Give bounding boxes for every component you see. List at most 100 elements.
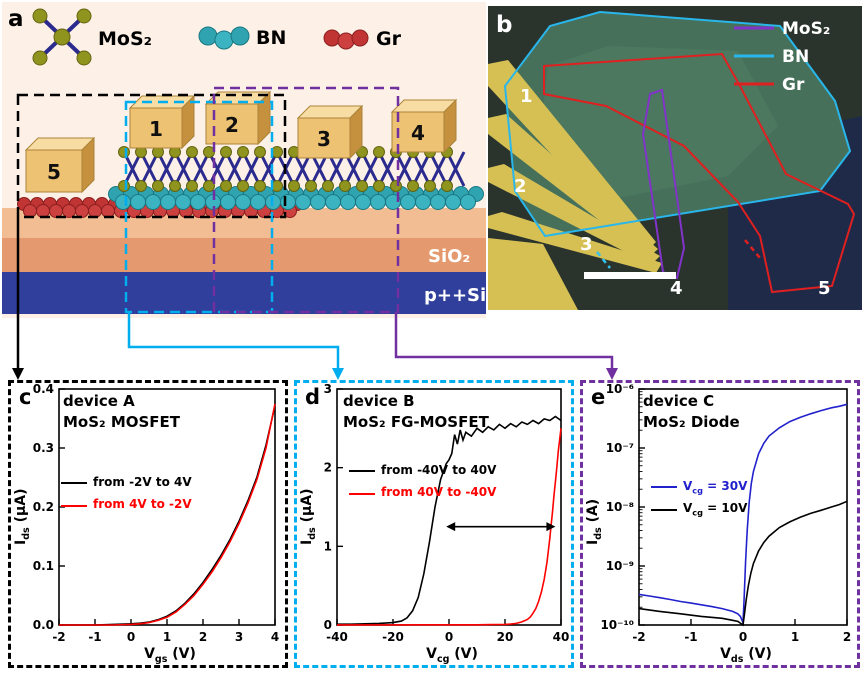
device-b-ylabel: Ids (μA) (299, 488, 318, 545)
svg-text:-2: -2 (632, 630, 645, 644)
svg-text:3: 3 (235, 630, 243, 644)
panel-d-letter: d (305, 385, 321, 409)
contact-label-1: 1 (520, 86, 533, 107)
electrode-fingers (488, 60, 662, 310)
electrode-5: 5 (24, 136, 96, 194)
device-name: device C (643, 392, 715, 410)
svg-text:0.0: 0.0 (33, 618, 54, 632)
svg-text:0: 0 (127, 630, 135, 644)
legend-gr-icon (323, 29, 369, 50)
legend-line-swatch (651, 508, 677, 511)
svg-text:0.1: 0.1 (33, 559, 54, 573)
contact-label-2: 2 (514, 176, 527, 197)
contact-label-3: 3 (580, 234, 593, 255)
svg-text:10⁻⁸: 10⁻⁸ (606, 500, 634, 514)
device-name: device A (63, 392, 135, 410)
device-name: device B (343, 392, 415, 410)
legend-label: Vcg = 30V (683, 479, 748, 496)
panel-c-letter: c (19, 385, 32, 409)
svg-text:40: 40 (553, 630, 570, 644)
device-c-dashed-box (212, 86, 400, 314)
graphene-atoms-row (17, 197, 304, 211)
legend-entry: Vcg = 10V (651, 501, 748, 518)
panel-a-background (2, 2, 486, 318)
svg-text:1: 1 (791, 630, 799, 644)
svg-text:1: 1 (163, 630, 171, 644)
legend-line-swatch (61, 482, 87, 485)
svg-text:4: 4 (271, 630, 279, 644)
legend-label: from 4V to -2V (93, 497, 192, 512)
legend-bn-label: BN (782, 47, 809, 67)
legend-line-swatch (349, 492, 375, 495)
panel-b-micrograph: MoS₂ BN Gr 1 2 3 4 5 b (488, 6, 862, 310)
legend-entry: from -2V to 4V (61, 475, 192, 491)
device-c-xlabel: Vds (V) (720, 646, 772, 665)
device-a-ylabel: Ids (μA) (13, 488, 32, 545)
device-c-title: device C MoS₂ Diode (643, 391, 740, 433)
legend-mos2-label: MoS₂ (98, 28, 152, 50)
svg-text:0.4: 0.4 (33, 383, 54, 396)
svg-text:2: 2 (324, 461, 332, 475)
electrode-2: 2 (204, 90, 272, 146)
gr-outline (543, 52, 856, 294)
contact-label-2: 2 (225, 113, 239, 137)
legend-line-swatch (349, 470, 375, 473)
micrograph-legend: MoS₂ BN Gr (734, 19, 830, 95)
gr-cut-mark (744, 239, 761, 259)
device-type: MoS₂ MOSFET (63, 413, 181, 431)
svg-text:3: 3 (324, 383, 332, 396)
mos2-outline (641, 88, 686, 280)
legend-line-swatch (651, 486, 677, 489)
device-a-legend: from -2V to 4V from 4V to -2V (61, 475, 192, 520)
device-b-xlabel: Vcg (V) (426, 646, 478, 665)
arrow-to-panel-d (127, 312, 344, 380)
device-a-xlabel: Vgs (V) (144, 646, 196, 665)
legend-bn-label: BN (256, 27, 286, 49)
mos2-bond-lattice (122, 151, 466, 187)
contact-label-4: 4 (670, 278, 683, 299)
bn-atoms-row (115, 194, 476, 210)
electrode-1: 1 (128, 94, 196, 150)
panel-a-letter: a (8, 6, 24, 32)
substrate-si: p++Si (2, 272, 486, 314)
contact-label-5: 5 (818, 278, 831, 299)
svg-text:0.3: 0.3 (33, 441, 54, 455)
arrow-to-panel-c (12, 217, 24, 380)
svg-text:-1: -1 (88, 630, 101, 644)
panel-e-letter: e (591, 385, 606, 409)
electrode-4: 4 (390, 98, 458, 154)
svg-text:-1: -1 (684, 630, 697, 644)
legend-label: Vcg = 10V (683, 501, 748, 518)
legend-label: from 40V to -40V (381, 485, 497, 500)
substrate-sio2: SiO₂ (2, 208, 486, 272)
si-label: p++Si (424, 285, 486, 306)
svg-text:2: 2 (199, 630, 207, 644)
svg-text:0: 0 (324, 618, 332, 632)
legend-entry: Vcg = 30V (651, 479, 747, 495)
legend-mos2-label: MoS₂ (782, 19, 830, 39)
legend-label: from -40V to 40V (381, 463, 497, 477)
panel-b-letter: b (496, 12, 512, 38)
svg-text:10⁻⁹: 10⁻⁹ (606, 559, 634, 573)
device-type: MoS₂ Diode (643, 413, 740, 431)
device-a-dashed-box (16, 93, 287, 219)
bn-cut-mark (596, 251, 611, 269)
svg-text:20: 20 (497, 630, 514, 644)
device-a-title: device A MoS₂ MOSFET (63, 391, 180, 433)
legend-label: from -2V to 4V (93, 475, 192, 489)
svg-text:10⁻⁶: 10⁻⁶ (606, 383, 634, 396)
svg-text:-2: -2 (52, 630, 65, 644)
arrow-to-panel-e (394, 312, 618, 380)
legend-gr-label: Gr (782, 75, 805, 95)
legend-gr-label: Gr (376, 28, 402, 50)
device-type: MoS₂ FG-MOSFET (343, 413, 489, 431)
flake-highlight (538, 46, 778, 206)
graphene-atoms-row (23, 204, 297, 218)
